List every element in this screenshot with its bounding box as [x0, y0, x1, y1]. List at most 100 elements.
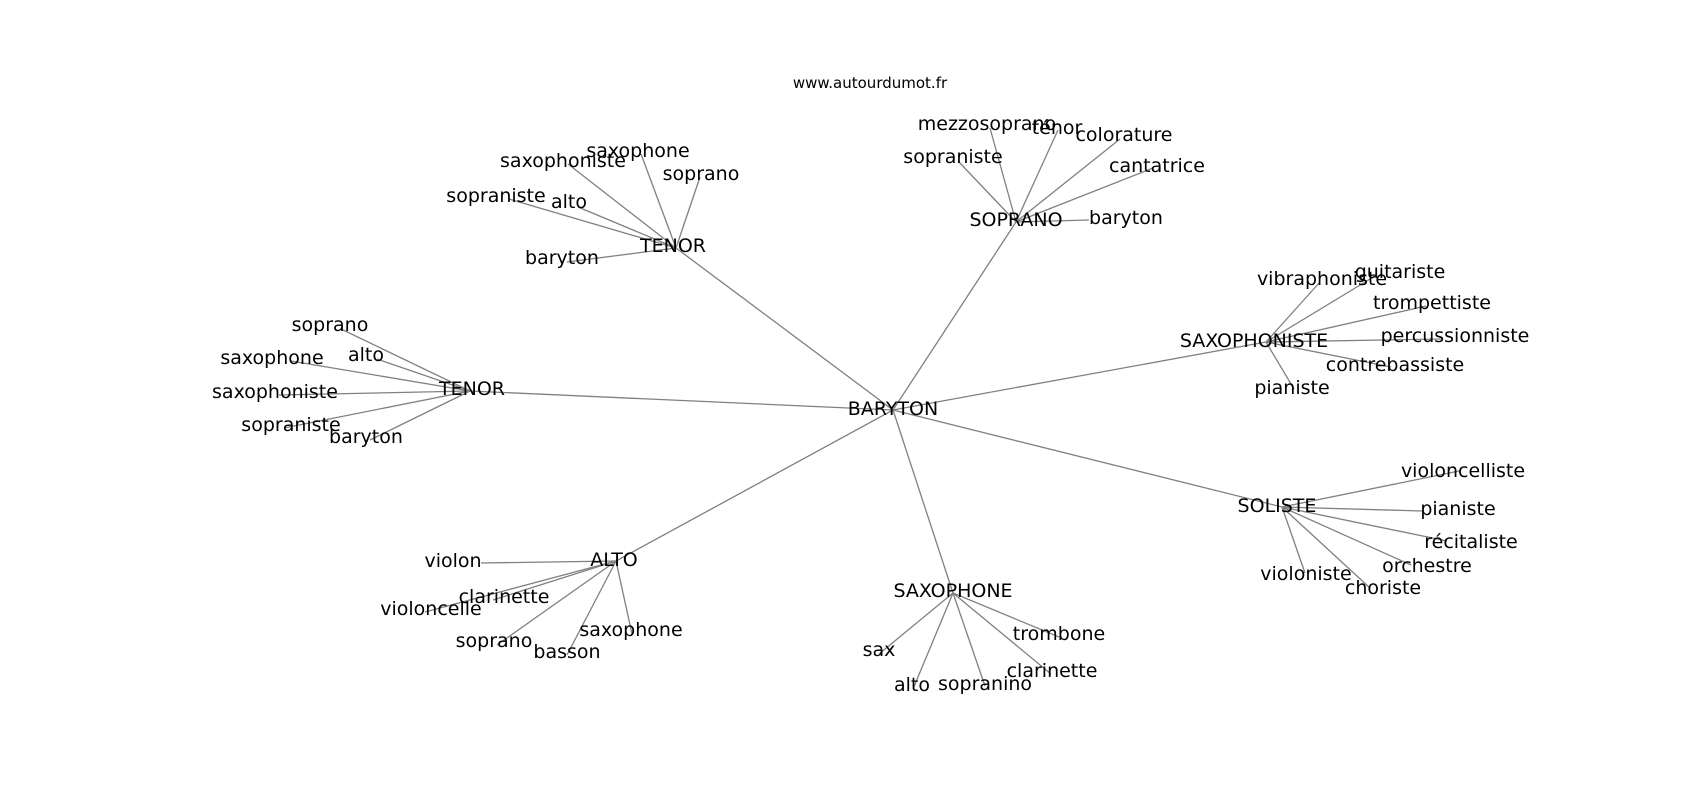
leaf-edge [1265, 338, 1444, 343]
leaf-edge [577, 206, 677, 249]
leaf-node-label: clarinette [459, 586, 550, 608]
leaf-edge [290, 360, 471, 392]
leaf-edge [615, 560, 633, 635]
leaf-node-label: soprano [292, 314, 369, 336]
leaf-edge [1281, 506, 1412, 566]
leaf-node-label: mezzosoprano [918, 113, 1056, 135]
leaf-node-label: saxophone [586, 140, 689, 162]
leaf-edge [1281, 470, 1460, 508]
leaf-node-label: basson [533, 641, 600, 663]
root-edge [675, 247, 894, 411]
leaf-node-label: choriste [1345, 577, 1421, 599]
leaf-edge [1265, 341, 1295, 390]
leaf-edge [1281, 506, 1448, 542]
leaf-edge [508, 198, 677, 249]
leaf-edge [1265, 275, 1376, 343]
leaf-edge [952, 592, 1060, 638]
leaf-edge [369, 390, 471, 441]
leaf-node-label: contrebassiste [1326, 354, 1464, 376]
leaf-node-label: trompettiste [1373, 292, 1491, 314]
leaf-node-label: baryton [525, 247, 599, 269]
group-node-label: SAXOPHONE [893, 580, 1012, 602]
leaf-node-label: violoniste [1260, 563, 1351, 585]
edges-layer [278, 127, 1460, 690]
leaf-edge [957, 160, 1017, 223]
leaf-node-label: orchestre [1382, 555, 1472, 577]
leaf-node-label: saxophoniste [500, 150, 626, 172]
leaf-node-label: alto [894, 674, 930, 696]
group-node-label: TENOR [639, 235, 706, 257]
leaf-node-label: soprano [663, 163, 740, 185]
root-edge [469, 390, 894, 411]
leaf-edge [1265, 341, 1392, 368]
group-node-label: TENOR [438, 378, 505, 400]
root-edge [892, 341, 1267, 411]
leaf-edge [567, 163, 677, 249]
group-node-label: SAXOPHONISTE [1180, 330, 1328, 352]
leaf-edge [1015, 138, 1121, 223]
leaf-edge [952, 592, 986, 687]
group-node-label: SOPRANO [969, 209, 1062, 231]
leaf-node-label: sopranino [938, 673, 1032, 695]
root-edge [892, 409, 954, 594]
leaf-node-label: saxophoniste [212, 381, 338, 403]
leaf-edge [1265, 305, 1427, 343]
leaf-node-label: pianiste [1254, 377, 1329, 399]
leaf-edge [480, 560, 617, 564]
leaf-edge [1015, 167, 1154, 223]
root-edge [892, 221, 1017, 411]
leaf-edge [492, 560, 617, 601]
leaf-edge [952, 592, 1052, 675]
leaf-node-label: ténor [1032, 117, 1083, 139]
leaf-node-label: soprano [456, 630, 533, 652]
root-node-label: BARYTON [848, 398, 938, 420]
leaf-edge [1281, 506, 1306, 574]
leaf-node-label: alto [348, 344, 384, 366]
labels-layer: www.autourdumot.fr BARYTON TENOR saxopho… [212, 74, 1529, 696]
root-edge [615, 409, 894, 562]
site-url: www.autourdumot.fr [793, 74, 948, 92]
leaf-node-label: colorature [1075, 124, 1172, 146]
leaf-edge [878, 592, 954, 655]
leaf-node-label: sopraniste [446, 185, 545, 207]
leaf-edge [1265, 281, 1321, 343]
leaf-node-label: cantatrice [1109, 155, 1205, 177]
leaf-node-label: vibraphoniste [1257, 268, 1387, 290]
leaf-node-label: saxophone [220, 347, 323, 369]
leaf-edge [640, 153, 677, 249]
leaf-node-label: violon [424, 550, 481, 572]
leaf-edge [912, 592, 954, 690]
leaf-node-label: saxophone [579, 619, 682, 641]
leaf-edge [1015, 219, 1090, 223]
leaf-node-label: clarinette [1007, 660, 1098, 682]
leaf-node-label: baryton [1089, 207, 1163, 229]
leaf-edge [424, 560, 617, 613]
group-node-label: SOLISTE [1238, 495, 1317, 517]
leaf-node-label: baryton [329, 426, 403, 448]
leaf-edge [376, 358, 471, 392]
leaf-node-label: sax [863, 639, 896, 661]
leaf-node-label: violoncelle [380, 598, 481, 620]
leaf-node-label: sopraniste [903, 146, 1002, 168]
leaf-edge [566, 247, 677, 263]
leaf-node-label: violoncelliste [1401, 460, 1525, 482]
root-edge [892, 409, 1283, 508]
group-node-label: ALTO [590, 549, 638, 571]
leaf-edge [340, 328, 471, 392]
leaf-edge [278, 390, 471, 396]
leaf-node-label: pianiste [1420, 498, 1495, 520]
leaf-edge [1015, 129, 1059, 223]
leaf-edge [989, 127, 1017, 223]
leaf-edge [566, 560, 617, 656]
leaf-node-label: percussionniste [1381, 325, 1530, 347]
leaf-edge [1281, 506, 1371, 589]
leaf-node-label: trombone [1013, 623, 1105, 645]
leaf-edge [1281, 506, 1423, 512]
leaf-node-label: récitaliste [1424, 531, 1518, 553]
leaf-edge [675, 176, 701, 249]
leaf-node-label: guitariste [1355, 261, 1446, 283]
leaf-edge [496, 560, 617, 646]
leaf-node-label: sopraniste [241, 414, 340, 436]
leaf-node-label: alto [551, 191, 587, 213]
